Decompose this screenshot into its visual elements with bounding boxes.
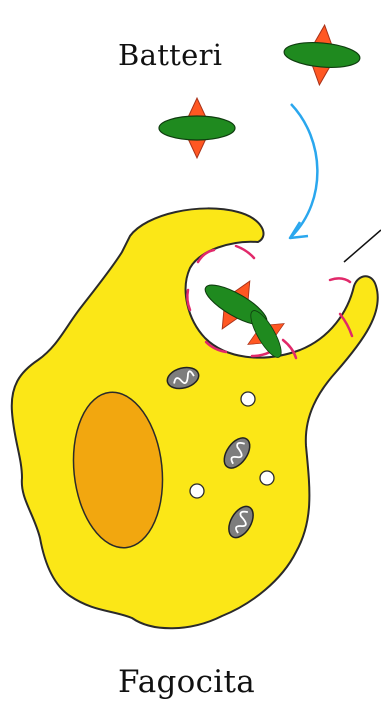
vacuole-icon xyxy=(241,392,255,406)
vacuole-icon xyxy=(260,471,274,485)
phagocyte-cell-body xyxy=(12,208,378,628)
leader-line xyxy=(344,230,381,262)
bacterium-icon xyxy=(159,98,235,158)
curved-arrow-icon xyxy=(290,104,317,238)
bacterium-icon xyxy=(282,22,363,88)
phagocyte-label: Fagocita xyxy=(118,664,255,700)
bacteria-label: Batteri xyxy=(118,38,222,72)
vacuole-icon xyxy=(190,484,204,498)
